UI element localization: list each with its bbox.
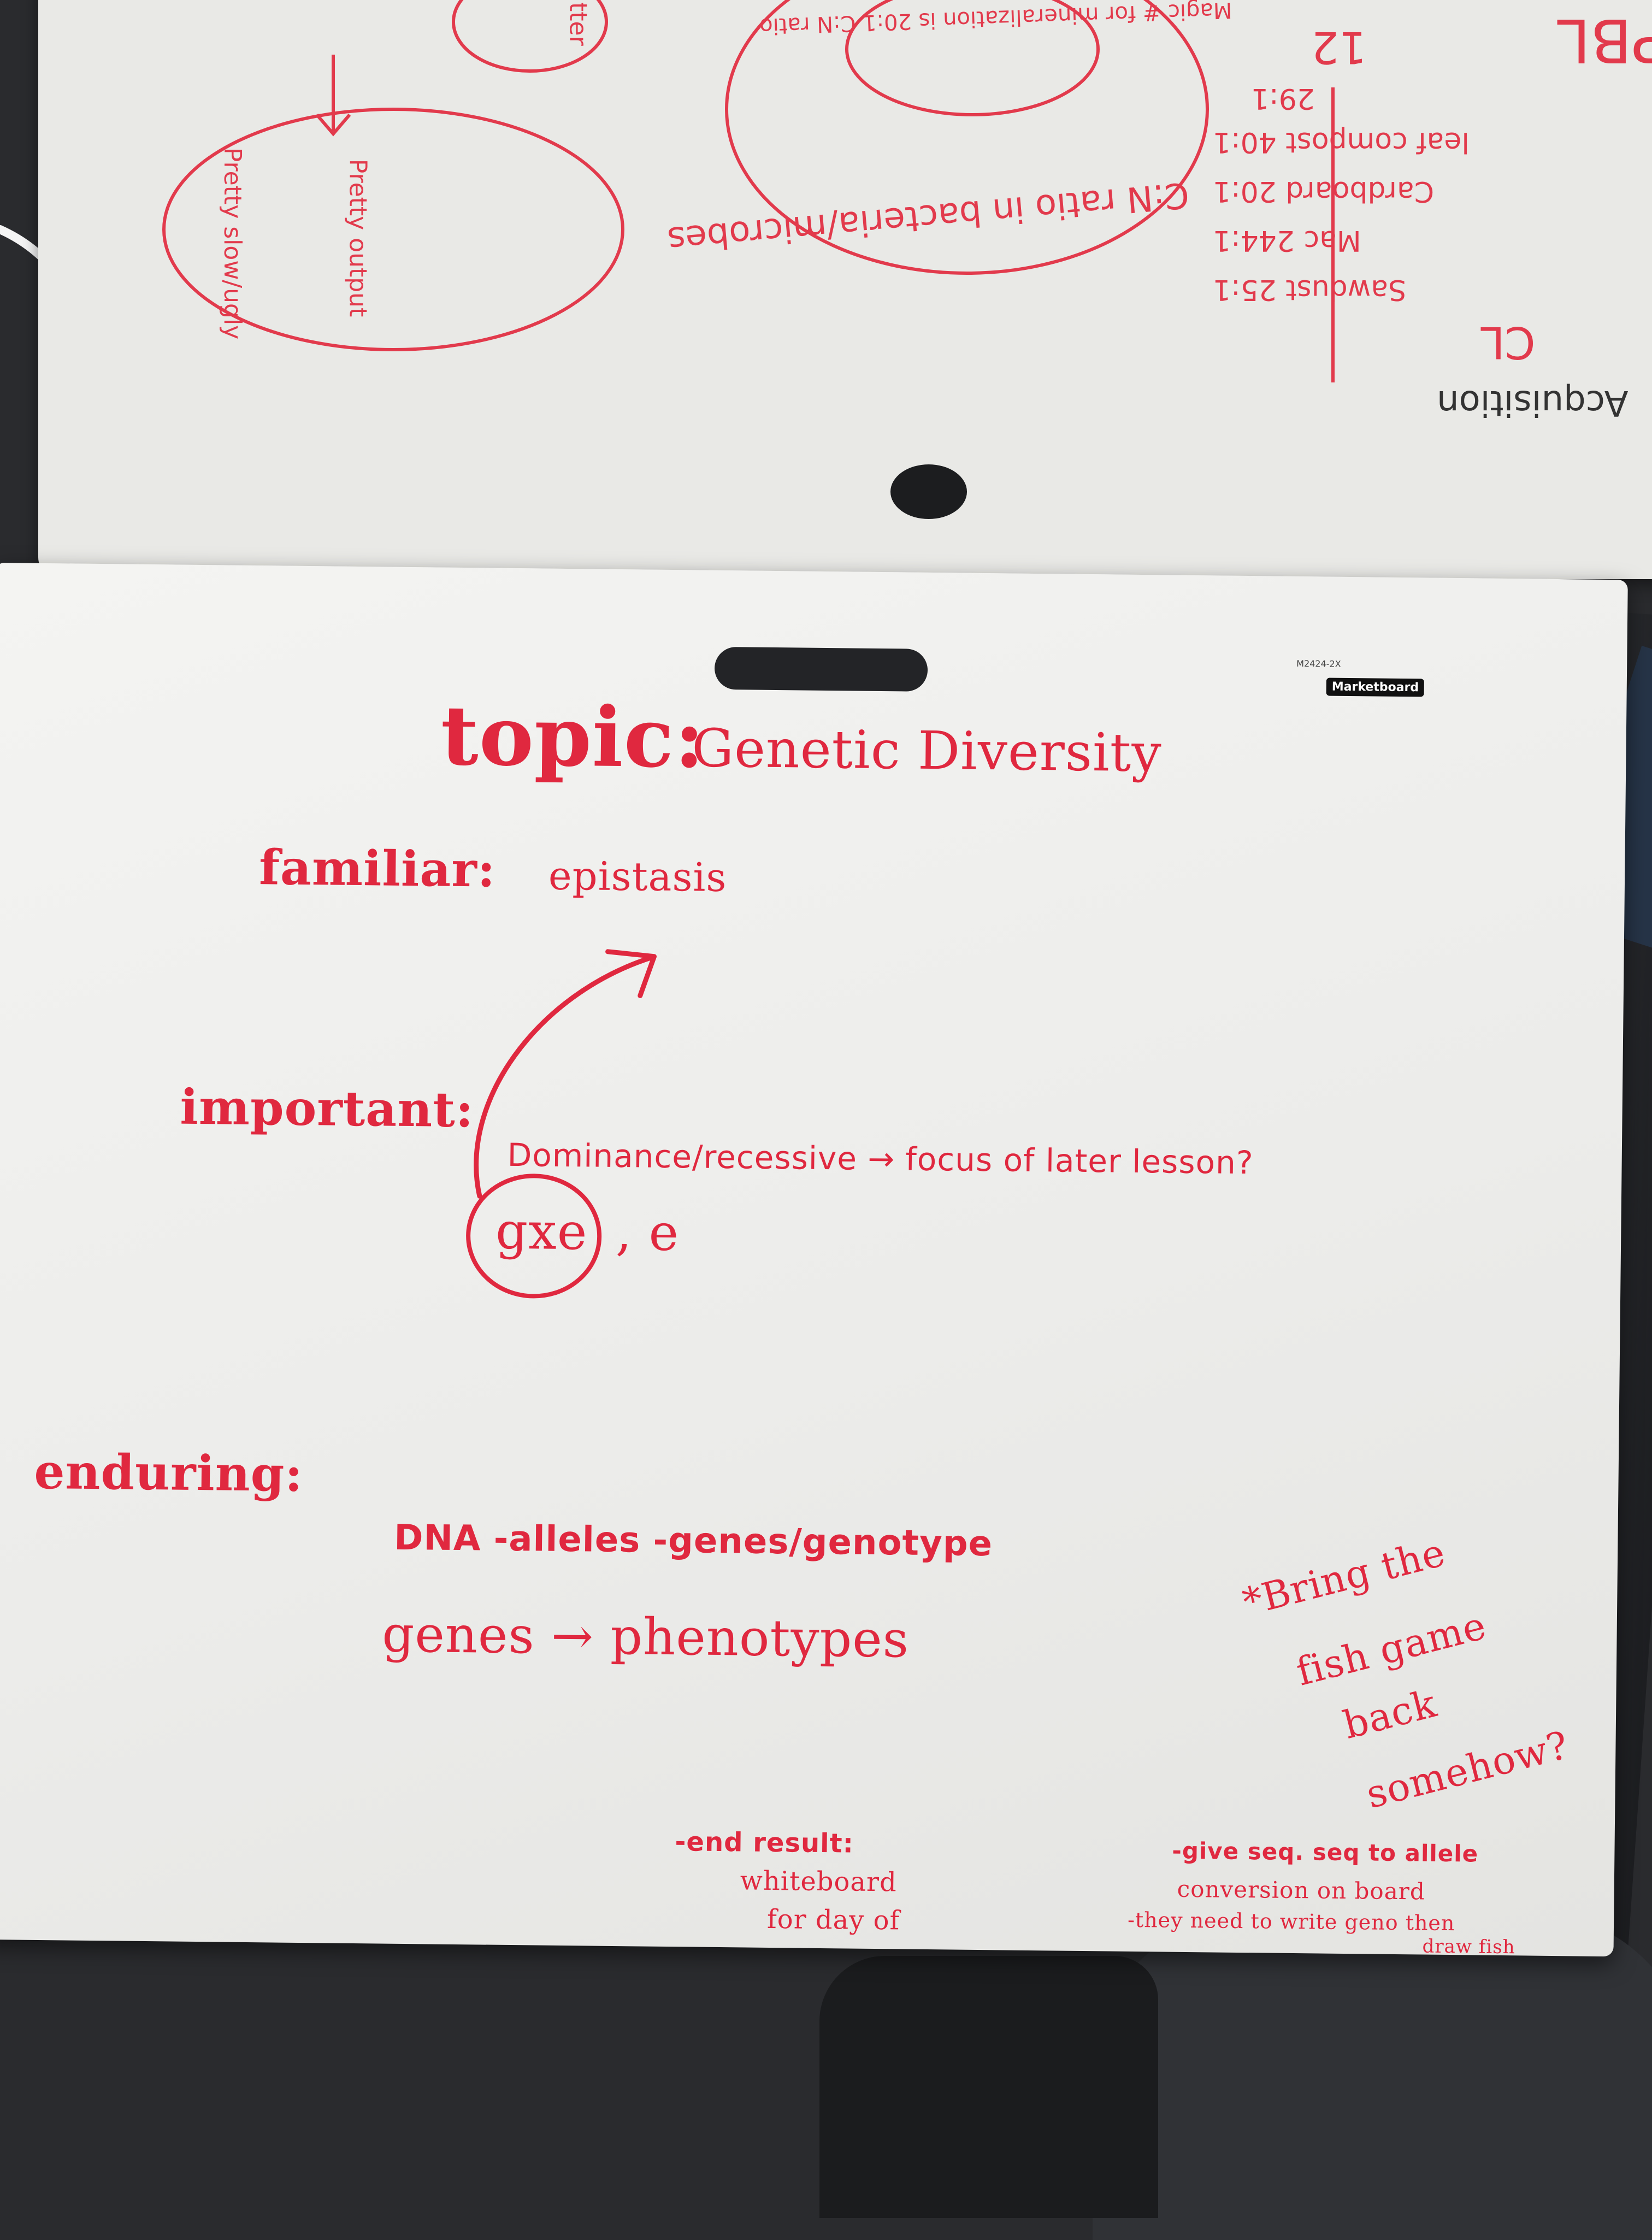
back-text-mac: Mac 244:1	[1213, 224, 1361, 257]
back-text-cardboard: Cardboard 20:1	[1213, 175, 1435, 208]
enduring-label: enduring:	[34, 1442, 304, 1503]
brand-code: M2424-2X	[1296, 658, 1341, 669]
enduring-line-2: genes → phenotypes	[381, 1605, 910, 1669]
end-result-line-2: whiteboard	[740, 1865, 898, 1898]
back-whiteboard: PBL 12 Acquisition CL Sawdust 25:1 Mac 2…	[38, 0, 1652, 579]
back-text-cl: CL	[1480, 317, 1536, 368]
back-text-12: 12	[1311, 22, 1367, 73]
back-text-pbl: PBL	[1557, 5, 1652, 75]
give-seq-line-3: -they need to write geno then	[1127, 1907, 1455, 1936]
topic-value: Genetic Diversity	[691, 717, 1163, 784]
brand-logo: Marketboard	[1326, 677, 1425, 697]
back-board-drawing	[162, 0, 1335, 382]
board-handle-slot	[714, 646, 928, 692]
back-text-leaf: leaf compost 40:1	[1213, 126, 1470, 158]
familiar-label: familiar:	[258, 839, 496, 898]
chair-seat	[1093, 1912, 1652, 2240]
enduring-line-1: DNA -alleles -genes/genotype	[393, 1517, 993, 1565]
topic-label: topic:	[440, 687, 706, 787]
important-label: important:	[180, 1078, 475, 1139]
back-text-pretty-slow: Pretty slow/ugly	[219, 147, 247, 340]
important-value-rest: , e	[615, 1202, 680, 1263]
sneaker	[819, 1956, 1158, 2218]
back-text-ratio: 29:1	[1251, 82, 1315, 115]
give-seq-line-2: conversion on board	[1177, 1875, 1425, 1905]
end-result-line-1: -end result:	[675, 1826, 854, 1859]
star-note-line-4: somehow?	[1361, 1722, 1573, 1818]
back-text-pretty-output: Pretty output	[344, 158, 372, 317]
end-result-line-3: for day of	[766, 1903, 900, 1936]
give-seq-line-1: -give seq. seq to allele	[1172, 1837, 1479, 1867]
back-text-acquisition: Acquisition	[1437, 382, 1629, 423]
star-note-line-1: *Bring the	[1238, 1530, 1450, 1625]
back-text-sawdust: Sawdust 25:1	[1213, 273, 1407, 306]
star-note-line-2: fish game	[1291, 1603, 1491, 1695]
back-text-litter: Litter	[564, 0, 592, 46]
familiar-value: epistasis	[548, 852, 727, 901]
important-note: Dominance/recessive → focus of later les…	[507, 1136, 1254, 1182]
board-handle-hole	[890, 464, 967, 519]
give-seq-line-4: draw fish	[1422, 1935, 1515, 1959]
front-whiteboard: M2424-2X Marketboard topic: Genetic Dive…	[0, 563, 1628, 1959]
important-value-circled: gxe	[495, 1201, 588, 1262]
star-note-line-3: back	[1338, 1681, 1441, 1748]
